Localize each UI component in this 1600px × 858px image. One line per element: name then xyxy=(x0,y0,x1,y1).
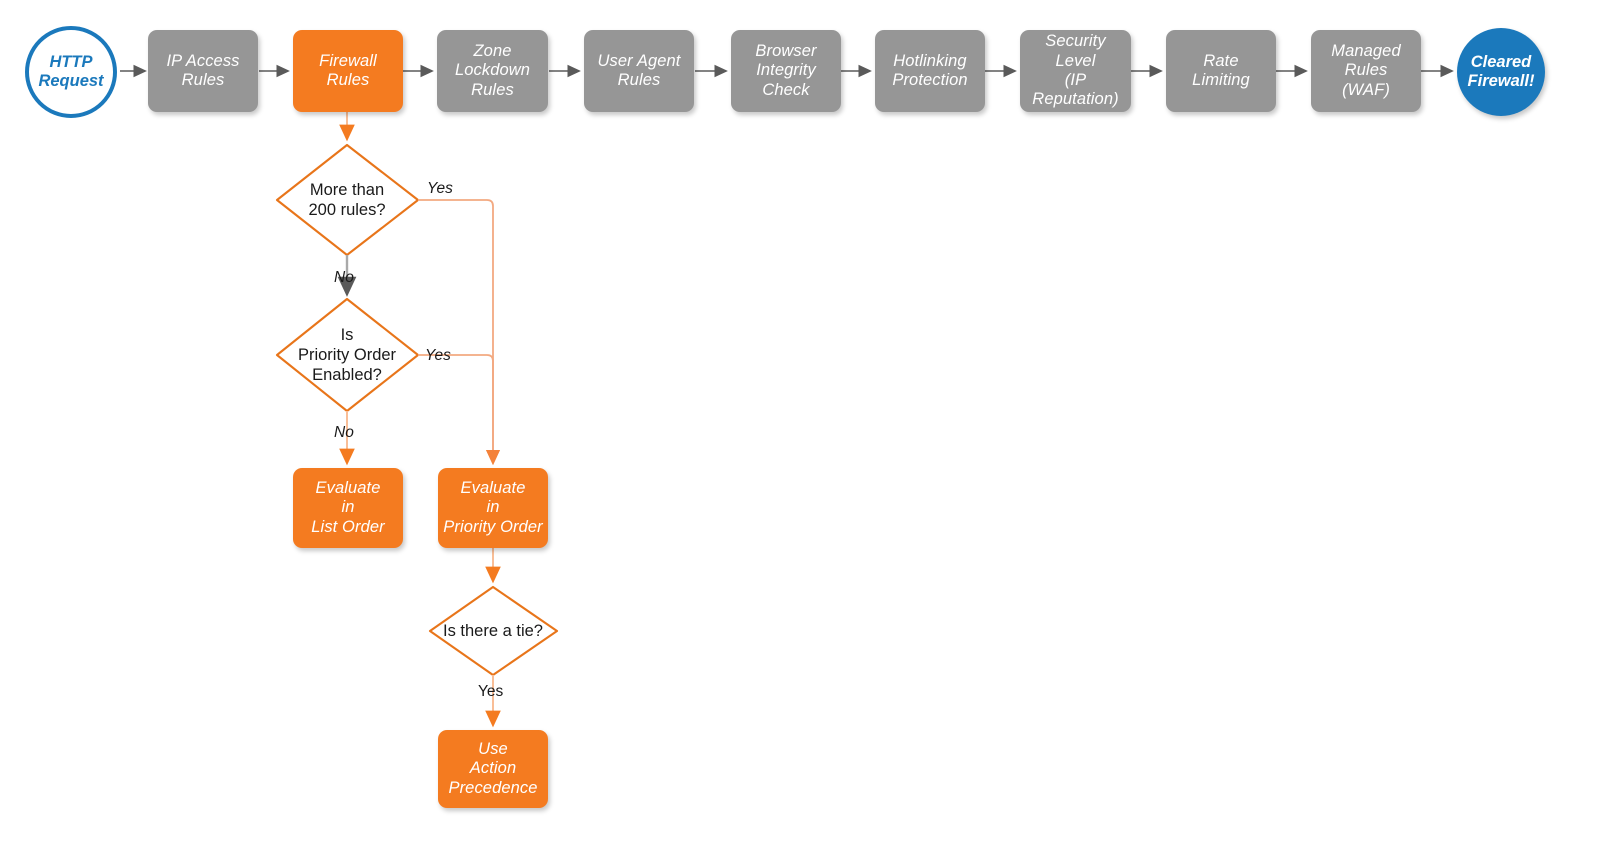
connector-yes-priority-to-priority-order-box xyxy=(418,354,501,466)
edge-label-no-200: No xyxy=(334,269,354,286)
diamond-is-there-a-tie xyxy=(428,585,559,677)
edge-label-yes-200: Yes xyxy=(427,180,453,197)
edge-label-yes-priority: Yes xyxy=(425,347,451,364)
diamond-is-priority-order-enabled xyxy=(275,297,420,413)
branch-connectors xyxy=(337,111,501,728)
edge-label-no-priority: No xyxy=(334,424,354,441)
edge-label-yes-tie: Yes xyxy=(478,683,504,700)
decision-label-text: Is there a tie? xyxy=(443,621,543,640)
diamond-more-than-200-rules xyxy=(275,143,420,257)
connector-yes-200-to-priority-order-box xyxy=(418,199,501,466)
decision-shapes xyxy=(275,143,559,677)
decision-is-there-a-tie[interactable]: Is there a tie? xyxy=(428,617,558,645)
